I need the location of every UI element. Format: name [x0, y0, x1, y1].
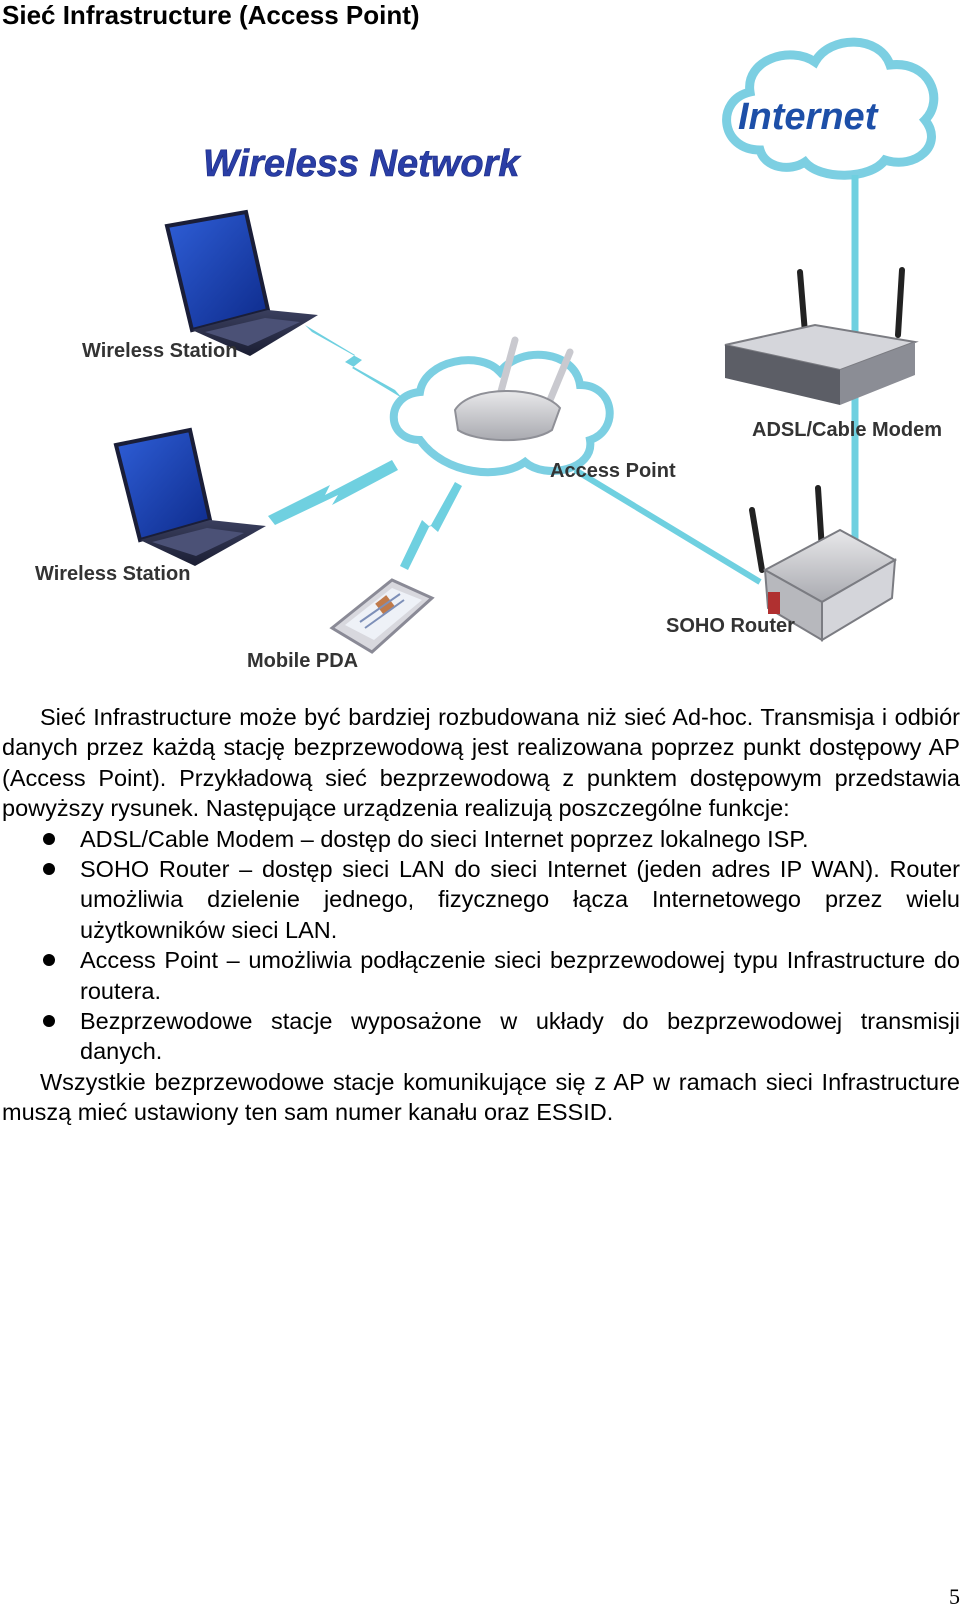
internet-cloud-icon: Internet — [722, 37, 939, 180]
access-point-label: Access Point — [550, 460, 676, 482]
wireless-station-bottom-label: Wireless Station — [35, 563, 190, 585]
router-icon — [749, 485, 898, 642]
ap-router-link-line — [573, 467, 762, 585]
device-function-list: ADSL/Cable Modem – dostęp do sieci Inter… — [2, 824, 960, 1067]
wireless-station-top-label: Wireless Station — [82, 340, 237, 362]
soho-router-label: SOHO Router — [666, 615, 795, 637]
outro-paragraph: Wszystkie bezprzewodowe stacje komunikuj… — [2, 1068, 960, 1126]
list-item: SOHO Router – dostęp sieci LAN do sieci … — [2, 854, 960, 945]
intro-paragraph: Sieć Infrastructure może być bardziej ro… — [2, 704, 960, 822]
body-text: Sieć Infrastructure może być bardziej ro… — [2, 702, 960, 1128]
list-item: ADSL/Cable Modem – dostęp do sieci Inter… — [2, 824, 960, 854]
internet-label: Internet — [738, 96, 879, 138]
list-item: Access Point – umożliwia podłączenie sie… — [2, 945, 960, 1006]
page-title: Sieć Infrastructure (Access Point) — [2, 0, 420, 30]
access-point-icon — [453, 336, 574, 442]
laptop-icon — [113, 427, 266, 566]
diagram-heading: Wireless Network — [203, 143, 521, 185]
pda-icon — [329, 578, 435, 654]
laptop-icon — [164, 209, 318, 356]
wireless-network-diagram: Wireless Network Internet Wireless Stati… — [35, 37, 942, 672]
page-number: 5 — [949, 1584, 960, 1609]
mobile-pda-label: Mobile PDA — [247, 650, 358, 672]
wireless-signal-icons — [268, 325, 462, 570]
modem-icon — [724, 267, 919, 405]
list-item: Bezprzewodowe stacje wyposażone w układy… — [2, 1006, 960, 1067]
adsl-modem-label: ADSL/Cable Modem — [752, 419, 942, 441]
